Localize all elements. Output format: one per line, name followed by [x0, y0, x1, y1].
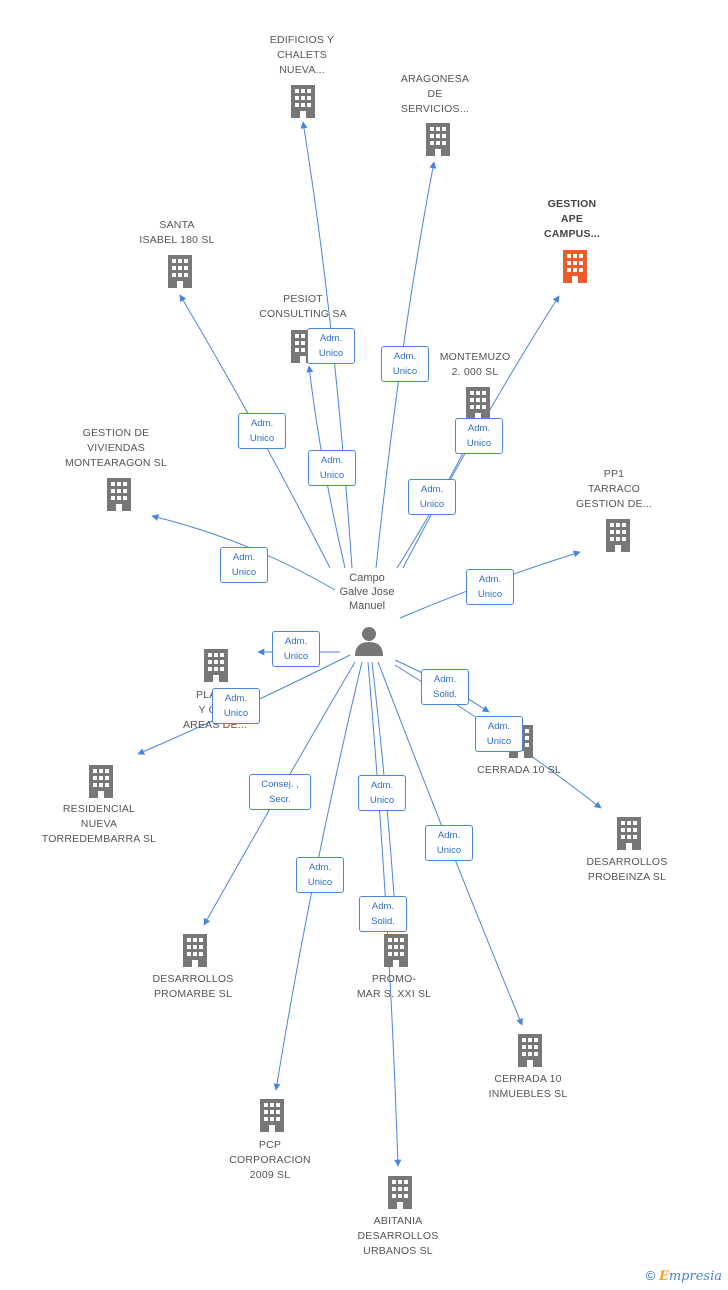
- relation-badge[interactable]: Adm. Unico: [455, 418, 503, 454]
- person-icon[interactable]: [353, 625, 385, 657]
- relation-badge[interactable]: Adm. Solid.: [359, 896, 407, 932]
- building-icon-highlight[interactable]: [560, 249, 590, 288]
- company-node-santa-isabel[interactable]: SANTA ISABEL 180 SL: [117, 218, 237, 248]
- company-label: ABITANIA DESARROLLOS URBANOS SL: [357, 1215, 439, 1257]
- center-person-name: Campo Galve Jose Manuel: [339, 572, 395, 612]
- copyright-symbol: ©: [645, 1268, 656, 1283]
- company-label: ARAGONESA DE SERVICIOS...: [400, 73, 470, 115]
- company-label: CERRADA 10 INMUEBLES SL: [488, 1073, 568, 1100]
- relation-badge[interactable]: Adm. Unico: [308, 450, 356, 486]
- company-node-promarbe[interactable]: DESARROLLOS PROMARBE SL: [133, 972, 253, 1002]
- company-node-residencial[interactable]: RESIDENCIAL NUEVA TORREDEMBARRA SL: [39, 802, 159, 847]
- relation-badge[interactable]: Adm. Unico: [272, 631, 320, 667]
- building-icon[interactable]: [86, 764, 116, 803]
- edge-gestion-viviendas: [151, 514, 336, 591]
- company-node-cerrada10sl[interactable]: CERRADA 10 SL: [459, 763, 579, 778]
- company-node-probeinza[interactable]: DESARROLLOS PROBEINZA SL: [567, 855, 687, 885]
- relation-badge[interactable]: Adm. Unico: [408, 479, 456, 515]
- company-node-edificios[interactable]: EDIFICIOS Y CHALETS NUEVA...: [242, 33, 362, 78]
- company-node-pcp[interactable]: PCP CORPORACION 2009 SL: [210, 1138, 330, 1183]
- company-node-gestion-viviendas[interactable]: GESTION DE VIVIENDAS MONTEARAGON SL: [56, 426, 176, 471]
- company-node-abitania[interactable]: ABITANIA DESARROLLOS URBANOS SL: [338, 1214, 458, 1259]
- relation-badge[interactable]: Adm. Unico: [296, 857, 344, 893]
- company-label: RESIDENCIAL NUEVA TORREDEMBARRA SL: [41, 803, 157, 845]
- relation-badge[interactable]: Adm. Unico: [220, 547, 268, 583]
- company-label: PROMO- MAR S. XXI SL: [356, 973, 432, 1000]
- relation-badge[interactable]: Adm. Unico: [358, 775, 406, 811]
- company-node-montemuzo[interactable]: MONTEMUZO 2. 000 SL: [415, 350, 535, 380]
- company-label: PP1 TARRACO GESTION DE...: [575, 468, 653, 510]
- company-label: CERRADA 10 SL: [477, 764, 561, 776]
- building-icon[interactable]: [603, 518, 633, 557]
- building-icon[interactable]: [381, 933, 411, 972]
- company-label: DESARROLLOS PROBEINZA SL: [586, 856, 668, 883]
- company-label: PESIOT CONSULTING SA: [259, 293, 347, 320]
- company-node-pesiot[interactable]: PESIOT CONSULTING SA: [243, 292, 363, 322]
- company-node-aragonesa[interactable]: ARAGONESA DE SERVICIOS...: [375, 72, 495, 117]
- empresia-logo: © Empresia: [646, 1268, 722, 1284]
- building-icon[interactable]: [180, 933, 210, 972]
- building-icon[interactable]: [423, 122, 453, 161]
- relation-badge[interactable]: Adm. Unico: [212, 688, 260, 724]
- logo-text: mpresia: [668, 1269, 722, 1284]
- company-node-promomar[interactable]: PROMO- MAR S. XXI SL: [334, 972, 454, 1002]
- company-label: GESTION APE CAMPUS...: [543, 198, 601, 240]
- company-node-pp1[interactable]: PP1 TARRACO GESTION DE...: [554, 467, 674, 512]
- relation-badge[interactable]: Adm. Unico: [475, 716, 523, 752]
- company-label: PCP CORPORACION 2009 SL: [229, 1139, 311, 1181]
- building-icon[interactable]: [515, 1033, 545, 1072]
- company-node-gestion-ape[interactable]: GESTION APE CAMPUS...: [512, 197, 632, 242]
- company-label: EDIFICIOS Y CHALETS NUEVA...: [269, 34, 335, 76]
- building-icon[interactable]: [165, 254, 195, 293]
- company-node-cerrada10inm[interactable]: CERRADA 10 INMUEBLES SL: [468, 1072, 588, 1102]
- building-icon[interactable]: [385, 1175, 415, 1214]
- relation-badge[interactable]: Consej. , Secr.: [249, 774, 311, 810]
- relation-badge[interactable]: Adm. Unico: [425, 825, 473, 861]
- building-icon[interactable]: [463, 386, 493, 425]
- logo-e: E: [658, 1269, 669, 1284]
- building-icon[interactable]: [201, 648, 231, 687]
- building-icon[interactable]: [104, 477, 134, 516]
- relation-badge[interactable]: Adm. Unico: [307, 328, 355, 364]
- building-icon[interactable]: [614, 816, 644, 855]
- company-label: DESARROLLOS PROMARBE SL: [152, 973, 234, 1000]
- relation-badge[interactable]: Adm. Unico: [381, 346, 429, 382]
- relation-badge[interactable]: Adm. Solid.: [421, 669, 469, 705]
- relation-badge[interactable]: Adm. Unico: [238, 413, 286, 449]
- company-label: SANTA ISABEL 180 SL: [139, 219, 215, 246]
- company-label: MONTEMUZO 2. 000 SL: [439, 351, 511, 378]
- building-icon[interactable]: [257, 1098, 287, 1137]
- building-icon[interactable]: [288, 84, 318, 123]
- relation-badge[interactable]: Adm. Unico: [466, 569, 514, 605]
- company-label: GESTION DE VIVIENDAS MONTEARAGON SL: [65, 427, 167, 469]
